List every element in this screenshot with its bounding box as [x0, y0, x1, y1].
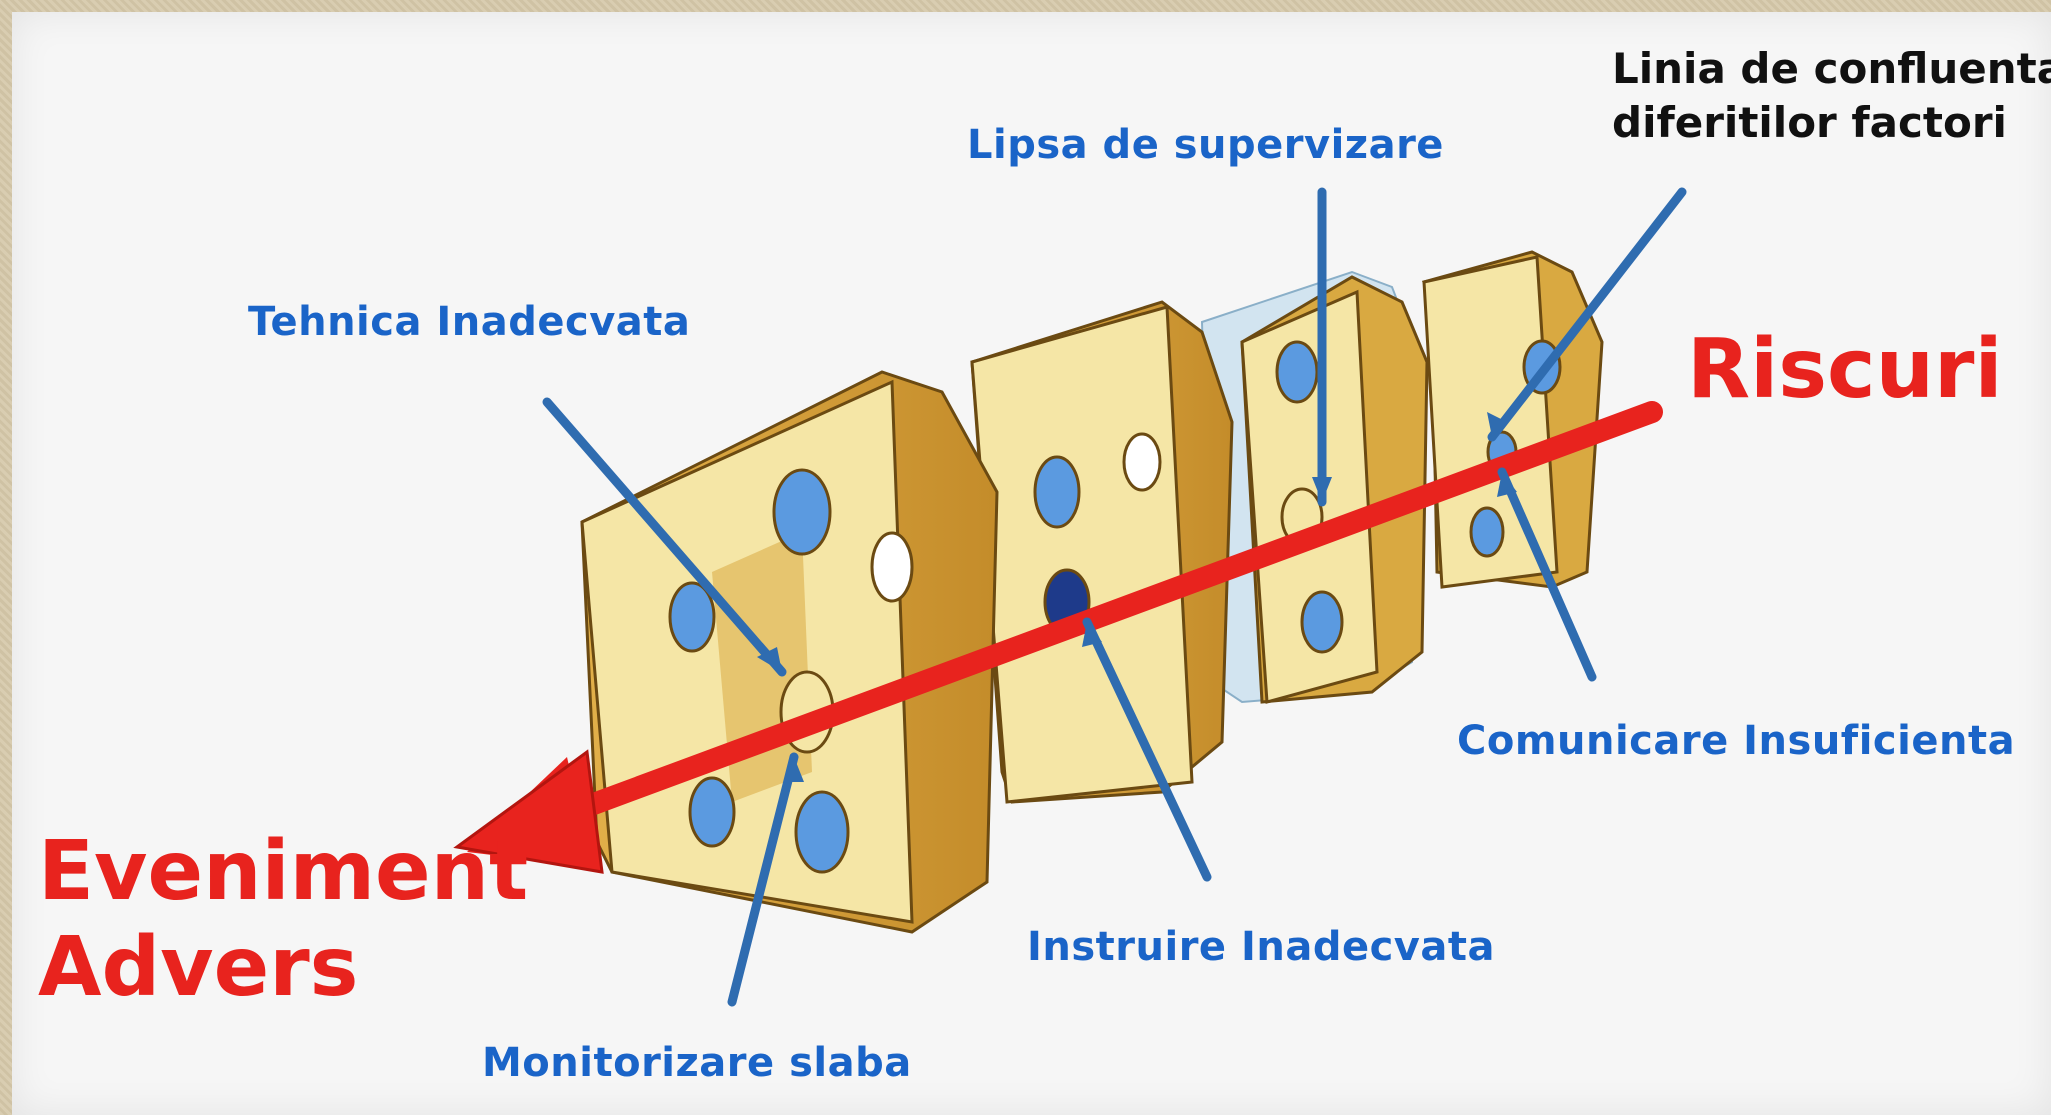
- hole: [1035, 457, 1079, 527]
- label-instruire-inadecvata: Instruire Inadecvata: [1027, 924, 1495, 970]
- slide-panel: Linia de confluenta a diferitilor factor…: [12, 12, 2051, 1115]
- cheese-slice-2: [972, 302, 1232, 802]
- label-confluenta-line2: diferitilor factori: [1612, 96, 2051, 150]
- label-confluenta: Linia de confluenta a diferitilor factor…: [1612, 42, 2051, 150]
- label-riscuri: Riscuri: [1687, 322, 2003, 418]
- hole: [1302, 592, 1342, 652]
- label-monitorizare-slaba: Monitorizare slaba: [482, 1040, 912, 1086]
- hole: [1277, 342, 1317, 402]
- cheese-slice-1: [582, 372, 997, 932]
- hole: [872, 533, 912, 601]
- hole: [690, 778, 734, 846]
- hole: [1471, 508, 1503, 556]
- label-comunicare-insuficienta: Comunicare Insuficienta: [1457, 718, 2015, 764]
- cheese-slice-4: [1424, 252, 1602, 587]
- label-eveniment-line2: Advers: [38, 920, 528, 1016]
- label-eveniment-advers: Eveniment Advers: [38, 824, 528, 1016]
- hole: [774, 470, 830, 554]
- hole: [1124, 434, 1160, 490]
- cheese-slice-3: [1202, 272, 1427, 702]
- label-tehnica-inadecvata: Tehnica Inadecvata: [248, 299, 690, 345]
- hole: [670, 583, 714, 651]
- label-confluenta-line1: Linia de confluenta a: [1612, 42, 2051, 96]
- label-lipsa-supervizare: Lipsa de supervizare: [967, 122, 1444, 168]
- label-eveniment-line1: Eveniment: [38, 824, 528, 920]
- hole: [796, 792, 848, 872]
